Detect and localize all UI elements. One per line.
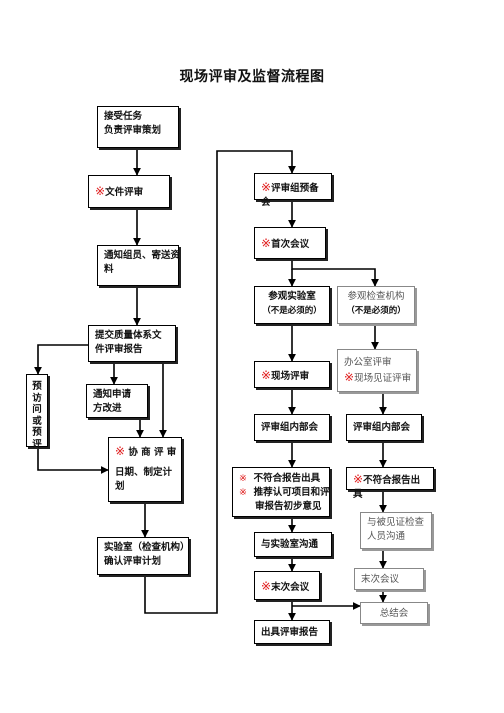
notify-members-box: 通知组员、寄送资 料 (97, 245, 181, 286)
visit-inspection-line2: （不是必须的） (346, 306, 406, 316)
issue-report-box: 出具评审报告 (254, 620, 330, 644)
issue-report-label: 出具评审报告 (261, 627, 319, 638)
confirm-line2: 确认评审计划 (104, 556, 162, 567)
right-internal-meeting-label: 评审组内部会 (353, 422, 411, 433)
right-nonconform-box: ※不符合报告出具 (346, 467, 434, 500)
accept-task-box: 接受任务 负责评审策划 (97, 106, 179, 148)
date-plan-line1: 日期、制定计 (115, 467, 173, 478)
mark-icon: ※ (261, 236, 272, 250)
mark-icon: ※ (239, 473, 247, 484)
communicate-lab-label: 与实验室沟通 (261, 539, 319, 550)
notify-line1: 通知组员、寄送资 (104, 250, 181, 261)
communicate-lab-box: 与实验室沟通 (254, 532, 332, 557)
document-review-label: 文件评审 (105, 187, 144, 198)
mark-icon: ※ (261, 579, 272, 593)
pre-visit-char: 或 (32, 415, 42, 427)
nonconform-label: 不符合报告出具 (253, 473, 321, 484)
right-internal-meeting-box: 评审组内部会 (346, 414, 422, 441)
first-meeting-label: 首次会议 (271, 239, 310, 250)
notice-line1: 通知申请 (93, 389, 132, 400)
visit-inspection-line1: 参观检查机构 (347, 291, 405, 302)
confirm-line1: 实验室（检查机构） (104, 542, 190, 553)
pre-visit-char: 问 (32, 404, 42, 415)
recommend-line1: 推荐认可项目和评 (253, 487, 330, 498)
right-last-meeting-box: 末次会议 (354, 568, 424, 590)
first-meeting-box: ※首次会议 (254, 227, 326, 259)
coordinate-review-label: 协 商 评 审 (128, 447, 177, 458)
visit-inspection-box: 参观检查机构 （不是必须的） (337, 286, 415, 324)
right-nonconform-label: 不符合报告出具 (353, 475, 421, 500)
pre-visit-char: 预 (32, 427, 42, 438)
summary-meeting-label: 总结会 (379, 608, 409, 619)
notice-line2: 方改进 (93, 403, 122, 414)
date-plan-line2: 划 (115, 481, 125, 492)
document-review-box: ※文件评审 (88, 175, 170, 208)
right-last-meeting-label: 末次会议 (361, 574, 400, 585)
communicate-witness-box: 与被见证检查 人员沟通 (360, 512, 432, 549)
notice-improve-box: 通知申请 方改进 (86, 384, 148, 418)
notify-line2: 料 (104, 264, 114, 275)
submit-line2: 件评审报告 (95, 344, 143, 355)
visit-lab-line2: （不是必须的） (262, 306, 322, 316)
page-title: 现场评审及监督流程图 (179, 69, 325, 85)
prep-meeting-label: 评审组预备会 (261, 183, 319, 208)
office-witness-review-box: 办公室评审 ※现场见证评审 (337, 349, 417, 392)
confirm-plan-box: 实验室（检查机构） 确认评审计划 (97, 537, 190, 575)
submit-line1: 提交质量体系文 (95, 330, 162, 341)
pre-visit-char: 访 (32, 392, 42, 404)
mark-icon: ※ (353, 472, 364, 486)
accept-task-line1: 接受任务 (104, 111, 143, 122)
mark-icon: ※ (95, 184, 106, 198)
pre-visit-box: 预 访 问 或 预 评 (26, 374, 48, 450)
mark-icon: ※ (344, 370, 355, 384)
accept-task-line2: 负责评审策划 (104, 125, 162, 136)
coordinate-review-box: ※ 协 商 评 审 日期、制定计 划 (108, 437, 182, 502)
onsite-review-box: ※现场评审 (254, 361, 330, 388)
last-meeting-label: 末次会议 (271, 582, 310, 593)
office-review-label: 办公室评审 (344, 357, 392, 368)
mark-icon: ※ (239, 487, 247, 498)
mark-icon: ※ (261, 368, 272, 382)
internal-meeting-box: 评审组内部会 (254, 414, 330, 441)
pre-visit-char: 预 (32, 381, 42, 392)
communicate-witness-line1: 与被见证检查 (367, 517, 425, 528)
nonconform-recommend-box: ※ 不符合报告出具 ※ 推荐认可项目和评 审报告初步意见 (232, 467, 330, 517)
prep-meeting-box: ※评审组预备会 (254, 173, 332, 208)
recommend-line2: 审报告初步意见 (255, 501, 322, 512)
communicate-witness-line2: 人员沟通 (367, 531, 406, 542)
onsite-review-label: 现场评审 (271, 371, 310, 382)
witness-review-label: 现场见证评审 (354, 373, 412, 384)
mark-icon: ※ (261, 180, 272, 194)
internal-meeting-label: 评审组内部会 (261, 422, 319, 433)
summary-meeting-box: 总结会 (360, 602, 428, 624)
visit-lab-line1: 参观实验室 (268, 291, 316, 302)
visit-lab-box: 参观实验室 （不是必须的） (254, 286, 330, 324)
pre-visit-char: 评 (32, 438, 42, 450)
last-meeting-box: ※末次会议 (254, 571, 320, 600)
mark-icon: ※ (115, 444, 126, 458)
submit-report-box: 提交质量体系文 件评审报告 (88, 325, 176, 362)
